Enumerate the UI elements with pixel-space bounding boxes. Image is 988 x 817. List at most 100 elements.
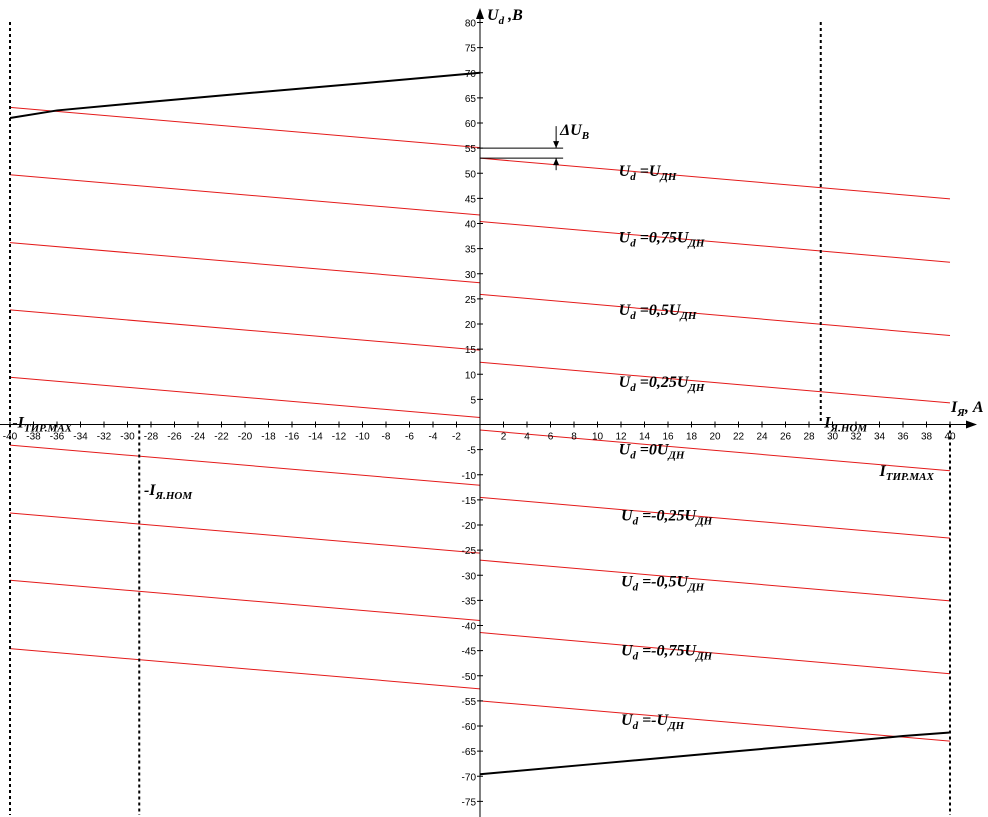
x-tick-label: 2 (501, 432, 507, 443)
line-label-2: Ud =0,75UДН (619, 230, 705, 250)
x-tick-label: -2 (452, 432, 461, 443)
line-label-8: Ud =-0,75UДН (621, 643, 713, 663)
y-tick-label: 25 (465, 295, 477, 306)
y-tick-label: -40 (462, 622, 477, 633)
red-line-3-segment-1 (9, 242, 481, 284)
black-curve-2 (479, 731, 951, 776)
y-tick-label: -45 (462, 647, 477, 658)
x-tick-label: -28 (144, 432, 159, 443)
red-line-9-segment-2 (479, 700, 951, 742)
x-tick-label: 36 (897, 432, 909, 443)
x-tick-label: -34 (73, 432, 88, 443)
x-tick-label: 34 (874, 432, 886, 443)
x-tick-label: -8 (382, 432, 391, 443)
y-tick-label: 60 (465, 119, 477, 130)
x-tick-label: -22 (214, 432, 229, 443)
x-tick-label: 30 (827, 432, 839, 443)
y-tick-label: -35 (462, 596, 477, 607)
line-label-7: Ud =-0,5UДН (621, 573, 705, 593)
annotation-4: -IЯ.НОМ (144, 482, 193, 502)
y-tick-label: -15 (462, 496, 477, 507)
y-tick-label: 65 (465, 94, 477, 105)
red-line-5-segment-2 (479, 429, 951, 472)
red-line-5-segment-1 (9, 376, 481, 418)
x-tick-label: 28 (803, 432, 815, 443)
x-tick-label: -6 (405, 432, 414, 443)
black-curve-1 (9, 71, 481, 119)
x-tick-label: -24 (191, 432, 206, 443)
red-line-6-segment-1 (9, 444, 481, 486)
red-line-8-segment-1 (9, 579, 481, 621)
x-tick-label: -18 (261, 432, 276, 443)
x-tick-label: 18 (686, 432, 698, 443)
y-tick-label: -30 (462, 571, 477, 582)
line-label-1: Ud =UДН (619, 163, 677, 183)
x-tick-label: 12 (615, 432, 627, 443)
y-tick-label: -25 (462, 546, 477, 557)
line-label-6: Ud =-0,25UДН (621, 507, 713, 527)
y-tick-label: -10 (462, 471, 477, 482)
line-label-5: Ud =0UДН (619, 442, 685, 462)
x-tick-label: 8 (571, 432, 577, 443)
dashed-verticals-group (9, 22, 951, 815)
x-tick-label: -38 (26, 432, 41, 443)
black-curves-group (9, 71, 951, 776)
red-line-7-segment-2 (479, 559, 951, 602)
x-tick-label: 16 (662, 432, 674, 443)
y-tick-label: -65 (462, 747, 477, 758)
y-tick-label: 75 (465, 44, 477, 55)
red-line-9-segment-1 (9, 648, 481, 690)
y-tick-label: 15 (465, 345, 477, 356)
red-line-4-segment-2 (479, 361, 951, 404)
y-tick-label: -70 (462, 772, 477, 783)
y-tick-label: 70 (465, 69, 477, 80)
x-tick-label: 4 (524, 432, 530, 443)
y-tick-label: 10 (465, 370, 477, 381)
annotation-3: IТИР.MAX (879, 463, 935, 483)
y-tick-label: 20 (465, 320, 477, 331)
y-tick-label: 55 (465, 144, 477, 155)
delta-arrow-top-head (553, 141, 560, 149)
x-tick-label: -36 (50, 432, 65, 443)
red-line-1-segment-2 (479, 157, 951, 200)
x-tick-label: -30 (120, 432, 135, 443)
x-axis-label: IЯ, A (950, 399, 984, 419)
axes-group (0, 8, 977, 817)
x-tick-label: 6 (548, 432, 554, 443)
x-tick-label: 40 (944, 432, 956, 443)
red-line-4-segment-1 (9, 309, 481, 351)
red-line-3-segment-2 (479, 293, 951, 337)
y-tick-label: -55 (462, 697, 477, 708)
x-tick-label: 32 (850, 432, 862, 443)
x-tick-label: -32 (97, 432, 112, 443)
y-tick-label: -60 (462, 722, 477, 733)
line-label-9: Ud =-UДН (621, 712, 685, 732)
x-tick-label: 22 (733, 432, 745, 443)
y-tick-label: 35 (465, 245, 477, 256)
annotation-1: -IТИР.MAX (12, 415, 72, 435)
red-lines-group (9, 106, 951, 742)
y-tick-label: -20 (462, 521, 477, 532)
x-axis-arrow (966, 420, 977, 429)
line-label-3: Ud =0,5UДН (619, 302, 697, 322)
x-tick-label: -14 (308, 432, 323, 443)
y-tick-label: -50 (462, 672, 477, 683)
x-tick-label: 10 (592, 432, 604, 443)
x-tick-label: 24 (756, 432, 768, 443)
delta-arrow-bottom-head (553, 158, 560, 166)
x-tick-label: -12 (332, 432, 347, 443)
y-tick-label: -75 (462, 797, 477, 808)
red-line-8-segment-2 (479, 632, 951, 675)
x-tick-label: -20 (238, 432, 253, 443)
y-tick-label: 40 (465, 220, 477, 231)
red-line-2-segment-1 (9, 174, 481, 216)
y-tick-label: 50 (465, 169, 477, 180)
y-tick-label: 45 (465, 194, 477, 205)
x-tick-label: -26 (167, 432, 182, 443)
red-line-2-segment-2 (479, 220, 951, 263)
red-line-7-segment-1 (9, 512, 481, 554)
ticks-group: -40-38-36-34-32-30-28-26-24-22-20-18-16-… (3, 19, 956, 809)
y-tick-label: 80 (465, 19, 477, 30)
